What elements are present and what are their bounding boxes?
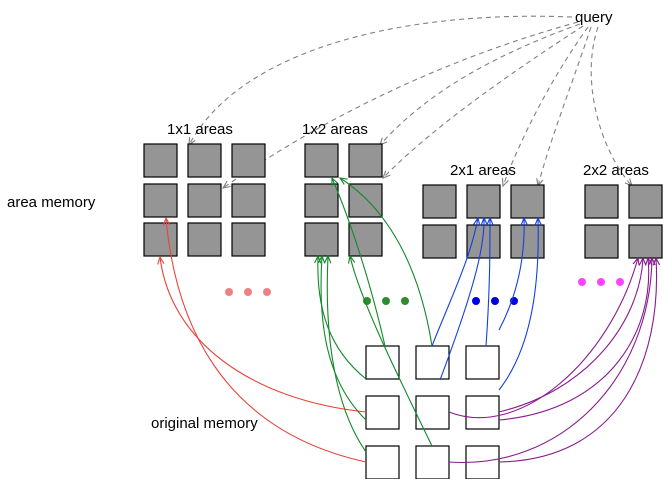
query-arrow-1x2: [380, 23, 581, 145]
area-cell: [187, 183, 222, 218]
ellipsis-dot: [244, 288, 252, 296]
query-arrow-1x1-mid: [223, 21, 579, 188]
grid-1x1-areas: [143, 143, 266, 257]
arrow-1x1: [166, 218, 367, 463]
arrow-1x2: [321, 256, 367, 421]
ellipsis-dot: [578, 278, 586, 286]
area-cell: [187, 143, 222, 178]
memory-cell: [465, 345, 500, 380]
area-cell: [143, 183, 178, 218]
group-2x1-label: 2x1 areas: [450, 162, 516, 179]
grid-2x1-areas: [422, 184, 545, 259]
ellipsis-dot: [225, 288, 233, 296]
query-arrow-1x1: [189, 15, 573, 145]
arrow-1x2: [327, 256, 367, 453]
arrow-1x2: [332, 178, 386, 347]
area-cell: [510, 224, 545, 259]
memory-cell: [365, 445, 400, 479]
arrow-2x2: [498, 258, 643, 413]
area-cell: [628, 184, 663, 219]
query-arrow-2x1-b: [538, 26, 592, 186]
grid-2x2-areas: [584, 184, 663, 259]
ellipsis-dot: [401, 297, 409, 305]
area-cell: [422, 184, 457, 219]
arrow-2x1: [485, 218, 490, 347]
ellipsis-2x2: [578, 278, 624, 286]
area-cell: [584, 224, 619, 259]
area-cell: [510, 184, 545, 219]
area-cell: [231, 143, 266, 178]
arrow-1x2: [340, 178, 433, 347]
ellipsis-dot: [616, 278, 624, 286]
area-cell: [231, 222, 266, 257]
memory-cell: [415, 345, 450, 380]
ellipsis-dot: [491, 297, 499, 305]
query-arrow-2x2: [590, 26, 632, 186]
memory-cell: [465, 395, 500, 430]
arrow-2x2: [498, 258, 657, 463]
arrow-1x2: [318, 256, 367, 380]
arrow-2x2: [448, 258, 652, 464]
arrows-2x2: [448, 258, 657, 464]
arrow-1x2: [350, 256, 433, 447]
arrow-2x1: [498, 218, 524, 331]
area-cell: [628, 224, 663, 259]
area-cell: [143, 143, 178, 178]
query-arrow-2x1: [503, 26, 589, 186]
group-2x2-label: 2x2 areas: [583, 162, 649, 179]
area-cell: [304, 222, 339, 257]
area-cell: [422, 224, 457, 259]
area-cell: [348, 143, 383, 178]
ellipsis-dot: [472, 297, 480, 305]
arrow-2x1: [498, 218, 538, 391]
area-cell: [187, 222, 222, 257]
query-arrow-1x2-mid: [383, 25, 584, 178]
ellipsis-2x1: [472, 297, 518, 305]
arrows-2x1: [431, 218, 538, 391]
area-cell: [348, 222, 383, 257]
arrows-1x1: [160, 218, 367, 463]
memory-cell: [365, 345, 400, 380]
original-memory-label: original memory: [151, 415, 258, 432]
grid-1x2-areas: [304, 143, 383, 257]
ellipsis-dot: [597, 278, 605, 286]
area-cell: [584, 184, 619, 219]
arrow-2x1: [439, 218, 484, 381]
arrow-2x2: [498, 258, 649, 421]
area-cell: [466, 184, 501, 219]
arrows-1x2: [318, 178, 433, 453]
arrow-1x1: [160, 257, 367, 413]
area-memory-label: area memory: [7, 194, 96, 211]
group-1x2-label: 1x2 areas: [302, 121, 368, 138]
ellipsis-dot: [363, 297, 371, 305]
original-memory-grid: [365, 345, 500, 479]
area-cell: [348, 183, 383, 218]
ellipsis-dot: [263, 288, 271, 296]
arrow-2x1: [431, 218, 478, 347]
memory-cell: [415, 445, 450, 479]
memory-cell: [365, 395, 400, 430]
ellipsis-1x1: [225, 288, 271, 296]
area-cell: [231, 183, 266, 218]
area-cell: [143, 222, 178, 257]
ellipsis-dot: [382, 297, 390, 305]
group-1x1-label: 1x1 areas: [167, 121, 233, 138]
query-label: query: [575, 9, 613, 26]
ellipsis-1x2: [363, 297, 409, 305]
area-cell: [304, 183, 339, 218]
arrow-2x2: [448, 258, 638, 419]
area-cell: [304, 143, 339, 178]
